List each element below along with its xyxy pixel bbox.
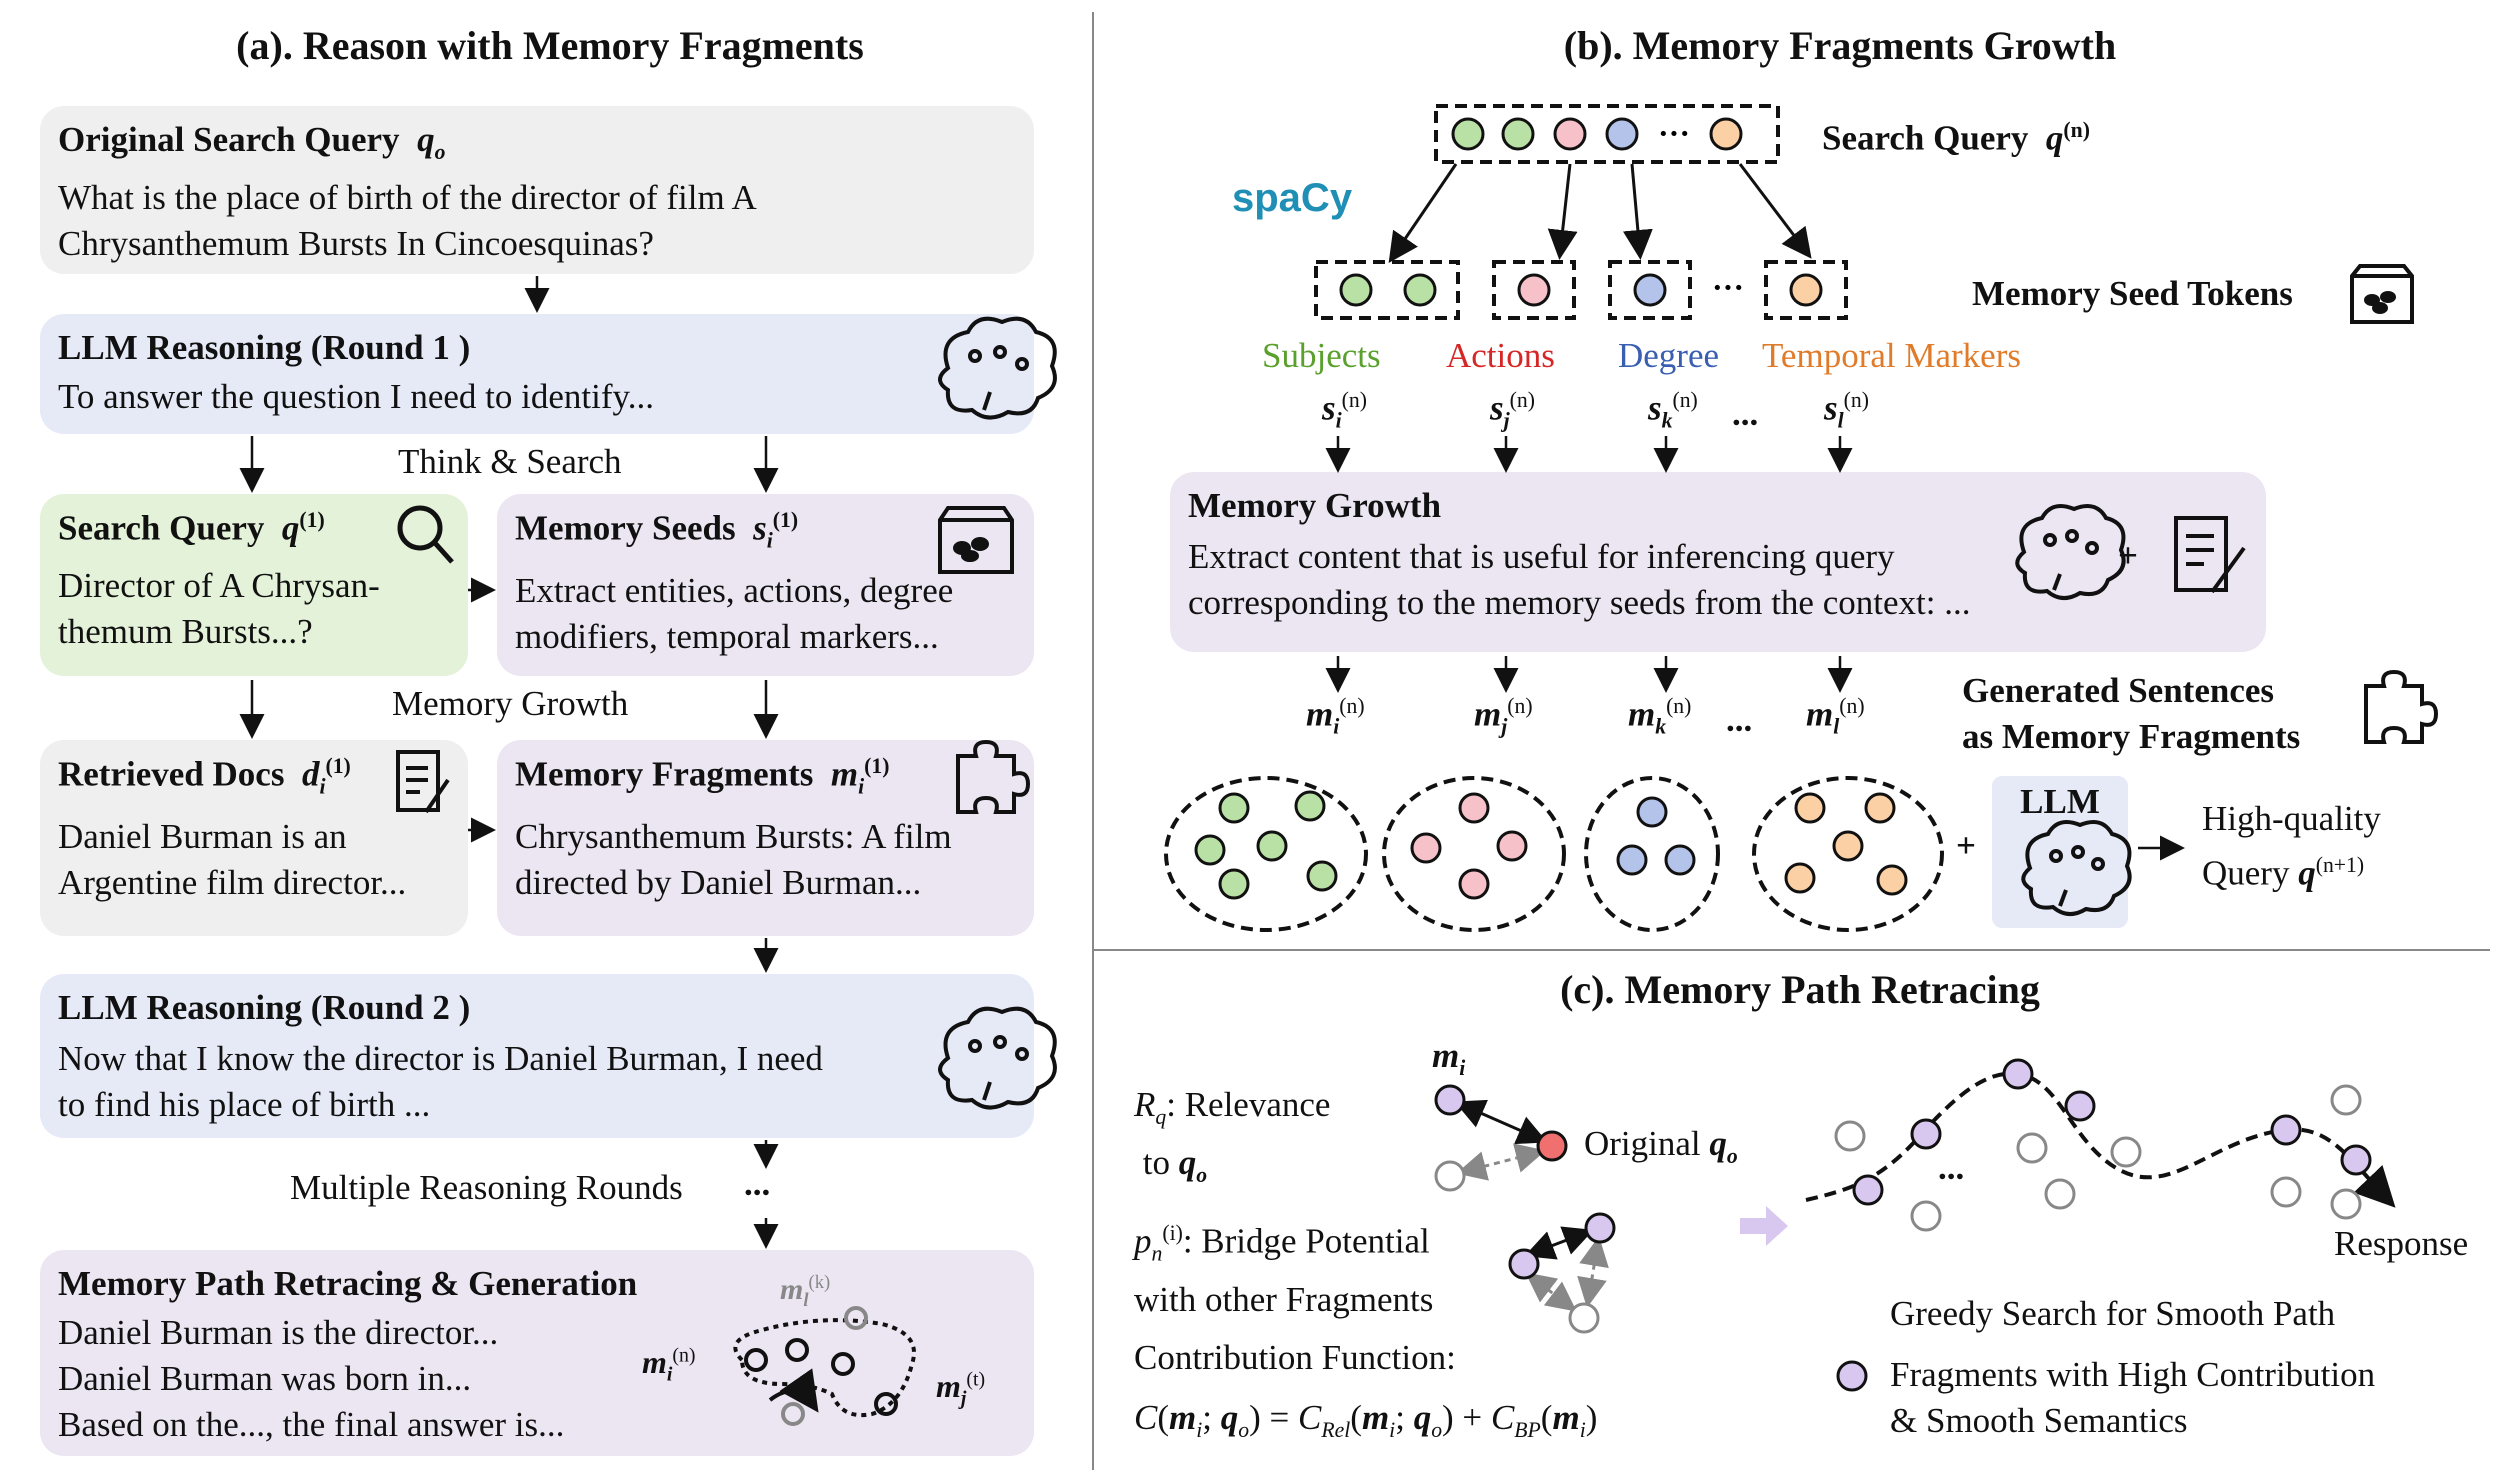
contribution-label: Contribution Function: <box>1134 1338 1456 1377</box>
brain-icon <box>2015 504 2126 600</box>
seed-box-icon <box>938 506 1014 574</box>
memory-fragments-title: Memory Fragments mi(1) <box>515 754 890 799</box>
round1-text: To answer the question I need to identif… <box>58 377 654 416</box>
search-query-title: Search Query q(1) <box>58 508 325 548</box>
puzzle-icon <box>2364 669 2439 744</box>
retracing-cluster <box>733 1306 916 1426</box>
puzzle-icon <box>956 739 1031 814</box>
seed-s-k: sk(n) <box>1648 388 1698 433</box>
panel-b-title: (b). Memory Fragments Growth <box>1563 23 2117 68</box>
document-pen-icon <box>396 750 450 814</box>
fragment-m-k: mk(n) <box>1628 694 1692 739</box>
brain-icon <box>938 1006 1057 1110</box>
retracing-title: Memory Path Retracing & Generation <box>58 1264 638 1303</box>
greedy-label: Greedy Search for Smooth Path <box>1890 1294 2336 1333</box>
retracing-box: Memory Path Retracing & Generation Danie… <box>40 1250 1034 1456</box>
fragment-dots: ... <box>1726 700 1753 739</box>
round2-box: LLM Reasoning (Round 2 ) Now that I know… <box>40 974 1034 1138</box>
path-dots: ... <box>1938 1148 1965 1187</box>
memory-fragments-box: Memory Fragments mi(1) Chrysanthemum Bur… <box>497 740 1034 936</box>
category-actions: Actions <box>1446 336 1555 375</box>
fragment-m-j: mj(n) <box>1474 694 1533 739</box>
seed-s-l: sl(n) <box>1824 388 1869 433</box>
panel-a-title: (a). Reason with Memory Fragments <box>236 23 864 68</box>
relevance-label: Rq: Relevance to qo <box>1134 1085 1331 1187</box>
think-search-label: Think & Search <box>398 442 622 481</box>
memory-seeds-text: Extract entities, actions, degree modifi… <box>515 570 954 656</box>
memory-seeds-box: Memory Seeds si(1) Extract entities, act… <box>497 494 1034 676</box>
plus-sign-llm: + <box>1956 826 1976 865</box>
original-query-box: Original Search Query qo What is the pla… <box>40 106 1034 274</box>
high-quality-query: High-quality Query q(n+1) <box>2202 799 2381 893</box>
seed-s-j: sj(n) <box>1490 388 1535 433</box>
retrieved-docs-title: Retrieved Docs di(1) <box>58 754 351 799</box>
fragment-m-i: mi(n) <box>1306 694 1365 739</box>
memory-seeds-title: Memory Seeds si(1) <box>515 508 799 553</box>
response-label: Response <box>2334 1224 2469 1263</box>
original-query-title: Original Search Query qo <box>58 120 446 164</box>
bridge-potential-label: pn(i): Bridge Potential with other Fragm… <box>1134 1221 1434 1319</box>
svg-text:···: ··· <box>1712 269 1744 305</box>
legend-node <box>1836 1360 1868 1392</box>
memory-growth-box: Memory Growth Extract content that is us… <box>1170 472 2266 652</box>
original-label: Original qo <box>1584 1124 1738 1168</box>
memory-fragments-text: Chrysanthemum Bursts: A film directed by… <box>515 816 952 902</box>
memory-growth-label: Memory Growth <box>392 684 629 723</box>
legend-label: Fragments with High Contribution& Smooth… <box>1890 1355 2376 1440</box>
brain-icon <box>938 316 1057 420</box>
round2-text: Now that I know the director is Daniel B… <box>58 1039 823 1124</box>
seed-s-i: si(n) <box>1322 388 1367 433</box>
node-m-i-label: mi <box>1432 1036 1466 1080</box>
rounds-ellipsis: ... <box>744 1164 771 1203</box>
panel-c-title: (c). Memory Path Retracing <box>1560 967 2040 1012</box>
fragment-m-l: ml(n) <box>1806 694 1865 739</box>
round2-title: LLM Reasoning (Round 2 ) <box>58 988 471 1027</box>
retracing-m-i: mi(n) <box>642 1344 696 1386</box>
retracing-text: Daniel Burman is the director... Daniel … <box>58 1313 565 1444</box>
retracing-m-l: ml(k) <box>780 1272 831 1311</box>
memory-growth-title: Memory Growth <box>1188 486 1442 525</box>
contribution-formula: C(mi; qo) = CRel(mi; qo) + CBP(mi) <box>1134 1398 1598 1442</box>
llm-label: LLM <box>2020 782 2100 821</box>
search-query-box: Search Query q(1) Director of A Chrysan-… <box>40 494 468 676</box>
seed-tokens-label: Memory Seed Tokens <box>1972 274 2293 313</box>
search-icon <box>397 505 454 564</box>
seed-box-icon-b <box>2350 264 2414 324</box>
svg-text:···: ··· <box>1658 115 1690 151</box>
retracing-m-j: mj(t) <box>936 1368 986 1410</box>
multiple-rounds-label: Multiple Reasoning Rounds <box>290 1168 683 1207</box>
original-query-text: What is the place of birth of the direct… <box>58 178 757 263</box>
search-query-n-label: Search Query q(n) <box>1822 118 2090 158</box>
search-query-text: Director of A Chrysan- themum Bursts...? <box>58 565 380 651</box>
category-subjects: Subjects <box>1262 336 1381 375</box>
category-degree: Degree <box>1618 336 1720 375</box>
document-pen-icon <box>2174 516 2246 594</box>
category-temporal: Temporal Markers <box>1762 336 2021 375</box>
round1-title: LLM Reasoning (Round 1 ) <box>58 328 471 367</box>
seed-dots: ... <box>1732 394 1759 433</box>
brain-icon <box>2021 820 2132 916</box>
round1-box: LLM Reasoning (Round 1 ) To answer the q… <box>40 314 1034 434</box>
memory-growth-text: Extract content that is useful for infer… <box>1188 537 1971 622</box>
spacy-logo: spaCy <box>1232 176 1353 220</box>
retrieved-docs-text: Daniel Burman is an Argentine film direc… <box>58 816 407 902</box>
